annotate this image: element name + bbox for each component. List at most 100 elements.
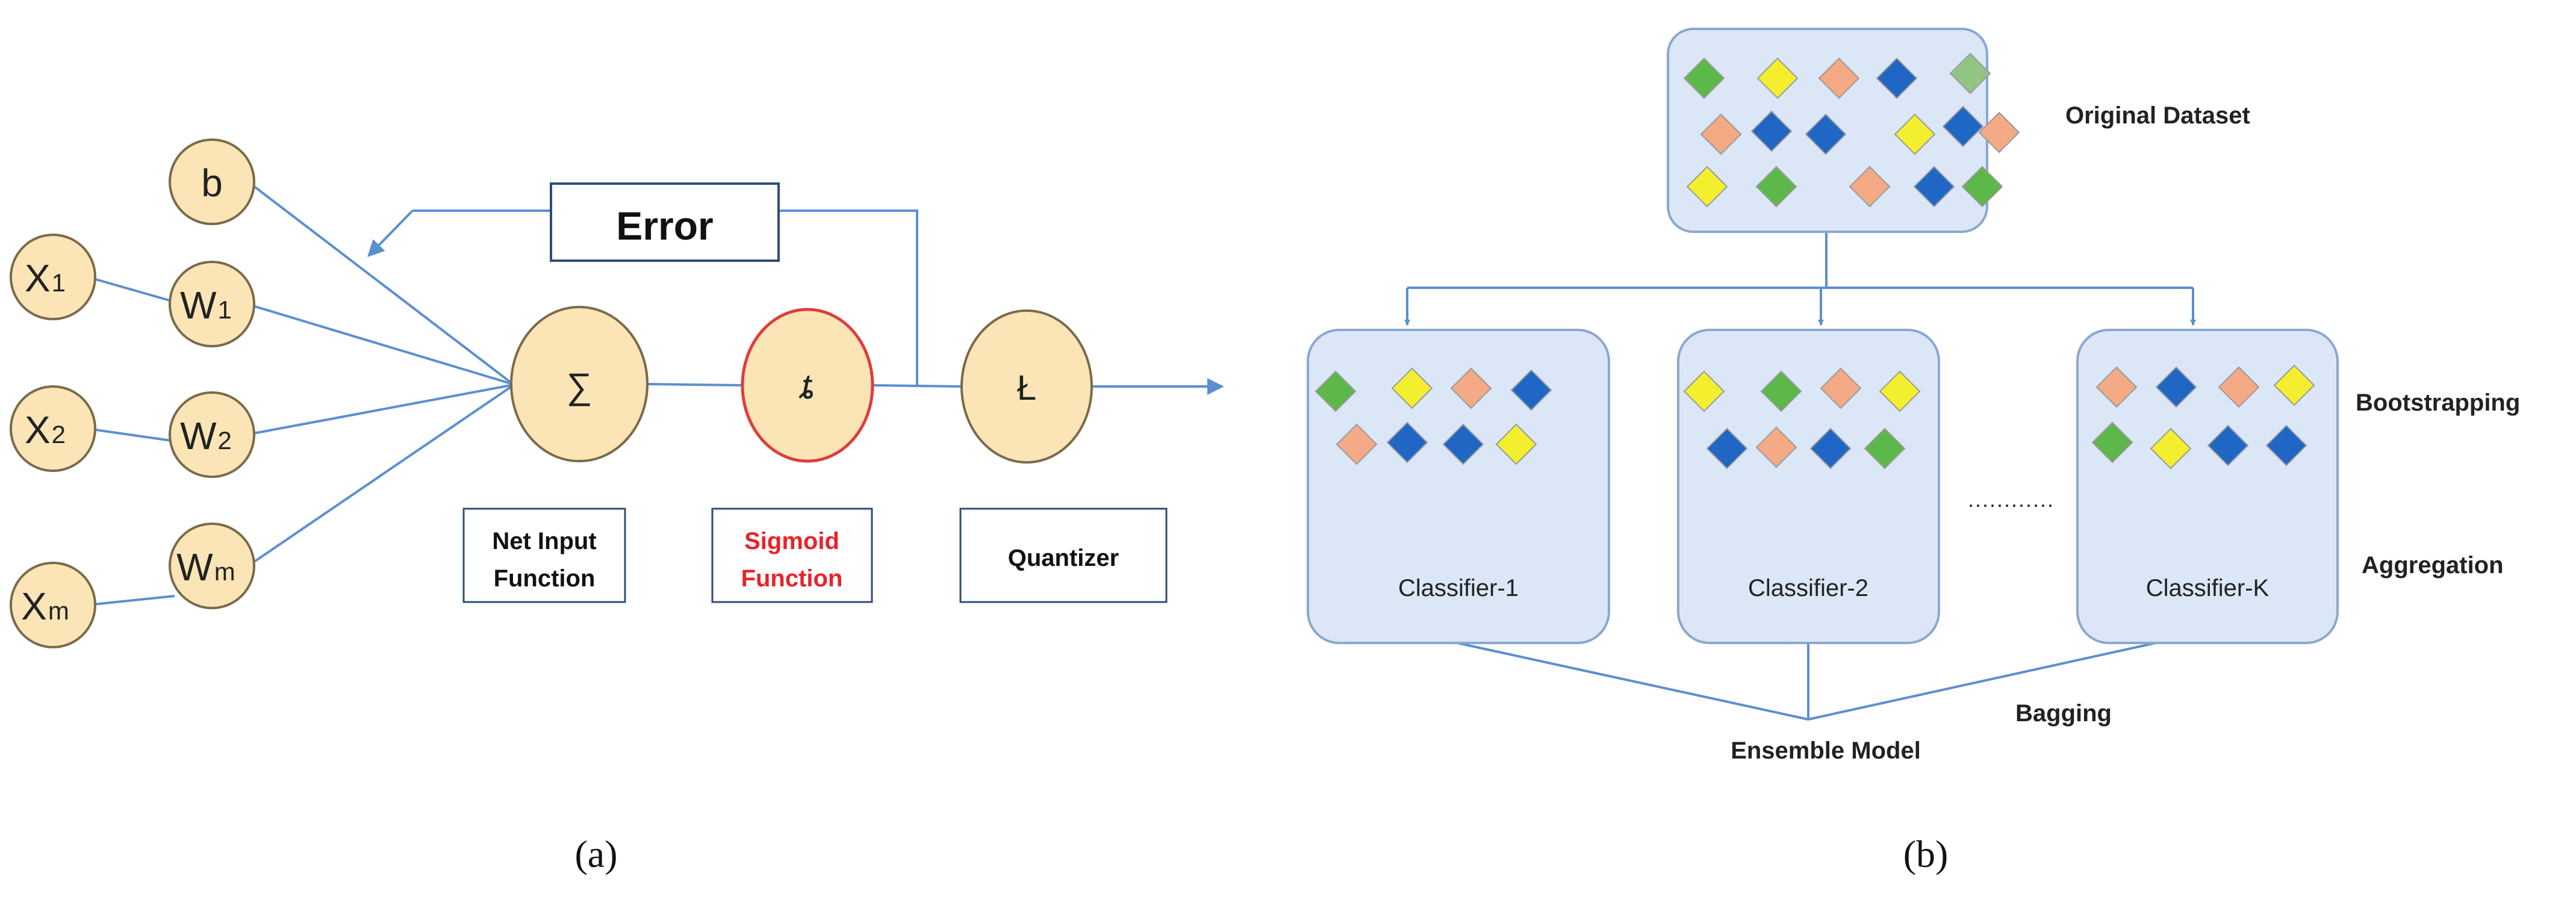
classifier-2-diamond-green (1864, 427, 1906, 470)
classifier-1-diamond-yellow (1495, 423, 1537, 465)
dataset-diamond-green (1961, 166, 2003, 208)
quantizer-node: Ł (960, 309, 1093, 464)
classifier-2-diamond-yellow (1879, 370, 1921, 412)
input-node-x1: X1 (10, 234, 96, 320)
wm-label: W (176, 545, 213, 589)
x2-to-w2-line (87, 427, 172, 442)
x1-to-w1-line (87, 276, 172, 302)
panel-a: b X1 X2 Xm W1 W2 Wm E (10, 138, 1224, 875)
dataset-diamond-salmon (1818, 57, 1860, 99)
x2-label: X (25, 408, 51, 452)
w2-to-sum-line (246, 384, 511, 436)
classifier-k-diamond-blue (2155, 366, 2197, 408)
dataset-diamond-light-green (1949, 52, 1991, 95)
svg-text:X2: X2 (25, 408, 66, 452)
classifier-k-diamond-salmon (2095, 366, 2138, 408)
classifier-1-diamond-salmon (1336, 423, 1378, 465)
sigmoid-symbol: ȶ (798, 367, 814, 406)
net-input-function-box: Net Input Function (462, 507, 626, 603)
xm-to-wm-line (87, 595, 175, 606)
bias-label: b (201, 161, 223, 205)
wm-to-sum-line (247, 386, 512, 567)
sigmoid-label-line2: Function (741, 565, 843, 592)
dataset-diamond-salmon (1978, 111, 2020, 154)
classifier-k-label: Classifier-K (2146, 575, 2270, 601)
classifier-k-diamond-yellow (2273, 364, 2315, 406)
dataset-diamond-green (1683, 57, 1725, 99)
svg-text:Wm: Wm (176, 545, 235, 589)
classifier-2-diamond-blue (1809, 427, 1852, 470)
ensemble-model-label: Ensemble Model (1731, 737, 1921, 764)
error-label: Error (616, 203, 713, 248)
classifier-box-1: Classifier-1 (1307, 329, 1610, 644)
svg-text:Xm: Xm (21, 585, 69, 628)
classifier-1-diamond-blue (1442, 423, 1484, 465)
classifier-1-to-ensemble-line (1457, 642, 1809, 721)
ellipsis-dots: ............ (1968, 487, 2055, 512)
panel-a-connections (87, 181, 1224, 606)
dataset-diamond-yellow (1686, 166, 1728, 208)
classifier-2-diamond-salmon (1755, 426, 1797, 468)
quantizer-symbol: Ł (1017, 368, 1036, 408)
net-input-label-line2: Function (494, 565, 596, 592)
classifier-2-diamond-blue (1706, 427, 1748, 470)
b-to-sum-line (247, 181, 512, 383)
w1-label: W (180, 284, 217, 327)
classifier-1-label: Classifier-1 (1398, 575, 1519, 601)
classifier-2-diamond-yellow (1683, 370, 1725, 412)
classifier-k-diamond-blue (2207, 424, 2249, 467)
sigmoid-to-quantizer-line (873, 384, 963, 388)
x2-subscript: 2 (52, 420, 66, 449)
classifier-k-diamond-green (2091, 421, 2133, 464)
x1-label: X (25, 256, 51, 300)
classifier-k-diamond-yellow (2150, 427, 2192, 470)
panel-b: Classifier-1 Classifier-2 Classifier-K .… (1307, 28, 2520, 875)
classifier-1-diamond-salmon (1450, 367, 1492, 409)
net-input-label-line1: Net Input (492, 528, 596, 554)
classifier-box-2: Classifier-2 (1677, 329, 1940, 644)
weight-node-w1: W1 (169, 261, 255, 347)
caption-a: (a) (574, 833, 617, 875)
error-feedback-path (779, 210, 918, 385)
net-input-node: ∑ (510, 306, 649, 462)
sigmoid-node: ȶ (741, 308, 874, 463)
wm-subscript: m (214, 557, 235, 586)
dataset-diamond-yellow (1756, 57, 1799, 99)
dataset-diamond-green (1755, 166, 1797, 208)
dataset-diamond-blue (1876, 57, 1918, 99)
xm-label: X (21, 585, 47, 628)
classifier-1-diamond-blue (1386, 421, 1428, 464)
error-to-input-arrow (367, 210, 414, 258)
classifier-2-label: Classifier-2 (1748, 575, 1868, 601)
svg-text:W1: W1 (180, 284, 232, 327)
xm-subscript: m (48, 597, 69, 625)
panel-b-connections (1404, 232, 2196, 721)
weight-node-w2: W2 (169, 391, 255, 478)
bootstrapping-label: Bootstrapping (2356, 390, 2520, 416)
classifier-2-diamond-salmon (1820, 367, 1862, 409)
dataset-diamond-blue (1750, 110, 1793, 152)
w2-label: W (180, 414, 217, 458)
bias-node: b (169, 138, 255, 225)
classifier-k-diamond-blue (2265, 424, 2307, 467)
dataset-diamond-salmon (1849, 166, 1891, 208)
x1-subscript: 1 (52, 268, 66, 297)
original-dataset-label: Original Dataset (2065, 102, 2250, 129)
quantizer-box: Quantizer (959, 507, 1168, 603)
svg-text:X1: X1 (25, 256, 66, 300)
weight-node-wm: Wm (169, 523, 255, 609)
dataset-diamond-salmon (1700, 113, 1742, 155)
caption-b: (b) (1903, 833, 1949, 875)
sigmoid-label-line1: Sigmoid (744, 528, 839, 554)
classifier-box-k: Classifier-K (2076, 329, 2339, 644)
sum-to-sigmoid-line (647, 383, 743, 386)
w1-subscript: 1 (218, 296, 232, 324)
sigmoid-function-box: Sigmoid Function (711, 507, 873, 603)
classifier-1-diamond-yellow (1391, 367, 1433, 409)
classifier-k-diamond-salmon (2218, 366, 2260, 408)
svg-text:W2: W2 (180, 414, 232, 458)
dataset-diamond-blue (1805, 113, 1847, 155)
w1-to-sum-line (246, 303, 511, 385)
error-box: Error (550, 182, 780, 262)
